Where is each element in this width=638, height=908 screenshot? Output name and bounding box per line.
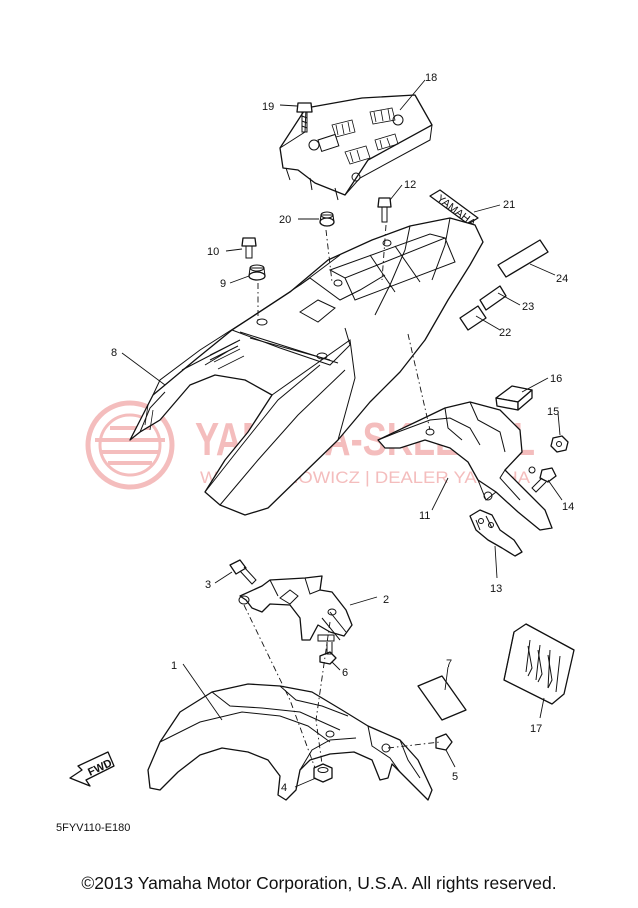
front-fender-part — [147, 683, 433, 801]
bracket-13-part — [469, 509, 523, 557]
callout-5: 5 — [452, 771, 458, 783]
grommet-5-part — [435, 733, 453, 751]
callout-12: 12 — [404, 179, 416, 191]
callout-6: 6 — [342, 667, 348, 679]
callout-16: 16 — [550, 373, 562, 385]
callout-numbers: 18 19 12 20 21 10 24 9 23 22 8 16 15 14 … — [111, 72, 574, 794]
callout-10: 10 — [207, 246, 219, 258]
grommet-9-part — [248, 264, 266, 281]
stripe-decals-part — [459, 239, 549, 331]
bolt-19-part — [296, 102, 313, 133]
callout-9: 9 — [220, 278, 226, 290]
callout-19: 19 — [262, 101, 274, 113]
bolt-12-part — [377, 197, 392, 223]
callout-24: 24 — [556, 273, 568, 285]
callout-22: 22 — [499, 327, 511, 339]
callout-11: 11 — [419, 510, 430, 522]
callout-21: 21 — [503, 199, 515, 211]
decal-7-part — [417, 675, 467, 721]
flap-17-part — [503, 623, 575, 705]
callout-7: 7 — [446, 658, 452, 670]
rear-fender-part — [377, 401, 553, 531]
callout-15: 15 — [547, 406, 559, 418]
callout-20: 20 — [279, 214, 291, 226]
callout-2: 2 — [383, 594, 389, 606]
lamp-16-part — [495, 385, 533, 411]
stay-bracket-2-part — [238, 575, 353, 642]
callout-1: 1 — [171, 660, 177, 672]
nut-15-part — [550, 435, 569, 453]
diagram-code: 5FYV110-E180 — [56, 822, 130, 834]
bolt-14-part — [531, 467, 557, 493]
bolt-10-part — [241, 237, 257, 259]
alignment-lines — [243, 224, 441, 769]
bolt-3-part — [229, 559, 257, 585]
callout-8: 8 — [111, 347, 117, 359]
bolt-6-part — [319, 642, 337, 665]
leader-lines — [121, 79, 563, 788]
callout-13: 13 — [490, 583, 502, 595]
callout-14: 14 — [562, 501, 574, 513]
callout-23: 23 — [522, 301, 534, 313]
callout-4: 4 — [281, 782, 287, 794]
nut-4-part — [313, 763, 333, 783]
callout-3: 3 — [205, 579, 211, 591]
copyright-notice: ©2013 Yamaha Motor Corporation, U.S.A. A… — [81, 873, 557, 893]
callout-17: 17 — [530, 723, 542, 735]
fwd-arrow-icon: FWD — [69, 751, 115, 787]
seat-cowl-part — [129, 217, 484, 516]
callout-18: 18 — [425, 72, 437, 84]
grommet-20-part — [319, 211, 335, 227]
rear-carrier-part — [279, 94, 433, 201]
